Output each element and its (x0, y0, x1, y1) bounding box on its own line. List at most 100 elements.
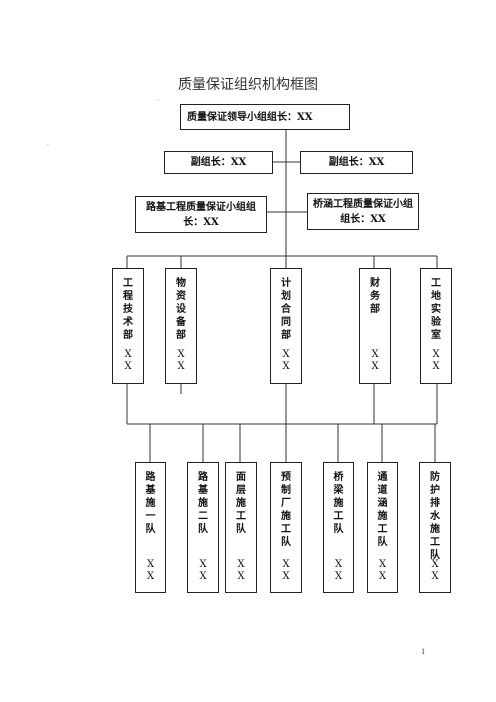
name-char: 预 (281, 472, 291, 483)
name-char: 施 (198, 498, 208, 509)
vertical-name: 物资设备部 (166, 277, 196, 342)
person-char: X (378, 559, 387, 570)
person-char: X (124, 361, 132, 372)
person-char: X (371, 361, 379, 372)
vertical-name: 路基施二队 (188, 471, 218, 536)
deputy-box-left: 副组长：XX (164, 151, 273, 174)
person-char: X (334, 571, 343, 582)
person-char: X (237, 571, 245, 582)
name-char: 设 (176, 304, 186, 315)
name-char: 工 (377, 524, 388, 535)
name-char: 地 (431, 291, 441, 302)
name-char: 工 (281, 524, 291, 535)
name-char: 队 (145, 524, 156, 535)
person-char: X (432, 361, 440, 372)
name-char: 桥 (333, 472, 344, 483)
name-char: 施 (281, 511, 291, 522)
name-char: 制 (281, 485, 291, 496)
person-char: X (282, 559, 290, 570)
name-char: 队 (430, 550, 440, 561)
leader-label: 质量保证领导小组组长：XX (187, 111, 313, 123)
name-char: 基 (198, 485, 208, 496)
name-char: 队 (281, 537, 291, 548)
name-char: 施 (145, 498, 156, 509)
name-char: 术 (123, 317, 133, 328)
subgroup-box-roadbed: 路基工程质量保证小组组 长：XX (135, 196, 267, 233)
name-char: 财 (370, 278, 380, 289)
person-char: X (177, 349, 185, 360)
vertical-name: 通道涵施工队 (368, 471, 397, 549)
name-char: 队 (333, 524, 344, 535)
name-char: 排 (430, 498, 440, 509)
name-char: 部 (123, 330, 133, 341)
subgroup-box-bridge: 桥涵工程质量保证小组 组长：XX (307, 193, 419, 230)
name-char: 划 (281, 291, 291, 302)
name-char: 工 (333, 511, 344, 522)
name-char: 涵 (377, 498, 388, 509)
name-char: 水 (430, 511, 440, 522)
subgroup-bridge-line2: 组长：XX (340, 213, 386, 225)
subgroup-roadbed-line1: 路基工程质量保证小组组 (146, 201, 256, 213)
name-char: 梁 (333, 485, 344, 496)
person-char: X (334, 559, 343, 570)
name-char: 施 (377, 511, 388, 522)
vertical-name: 财务部 (360, 277, 390, 316)
name-char: 工 (430, 537, 440, 548)
name-char: 部 (176, 330, 186, 341)
person-char: X (146, 559, 155, 570)
subgroup-bridge-line1: 桥涵工程质量保证小组 (313, 198, 413, 210)
person-char: X (237, 559, 245, 570)
name-char: 施 (430, 524, 440, 535)
vertical-name: 工程技术部 (113, 277, 143, 342)
name-char: 实 (431, 304, 441, 315)
name-char: 面 (236, 472, 246, 483)
person-char: X (432, 349, 440, 360)
name-char: 合 (281, 304, 291, 315)
person-char: X (282, 361, 290, 372)
name-char: 资 (176, 291, 186, 302)
subgroup-roadbed-line2: 长：XX (183, 216, 219, 228)
name-char: 施 (236, 498, 246, 509)
name-char: 务 (370, 291, 380, 302)
name-char: 工 (123, 278, 133, 289)
page-number: 1 (421, 648, 426, 656)
person-char: X (378, 571, 387, 582)
name-char: 队 (236, 524, 246, 535)
name-char: 队 (377, 537, 388, 548)
scan-dot: . (47, 140, 49, 147)
name-char: 备 (176, 317, 186, 328)
name-char: 工 (431, 278, 441, 289)
name-char: 部 (370, 304, 380, 315)
name-char: 计 (281, 278, 291, 289)
leader-box: 质量保证领导小组组长：XX (180, 104, 350, 130)
name-char: 护 (430, 485, 440, 496)
person-char: X (124, 349, 132, 360)
person-char: X (431, 559, 439, 570)
person-char: X (177, 361, 185, 372)
name-char: 一 (145, 511, 156, 522)
name-char: 通 (377, 472, 388, 483)
name-char: 道 (377, 485, 388, 496)
name-char: 验 (431, 317, 441, 328)
name-char: 队 (198, 524, 208, 535)
name-char: 部 (281, 330, 291, 341)
